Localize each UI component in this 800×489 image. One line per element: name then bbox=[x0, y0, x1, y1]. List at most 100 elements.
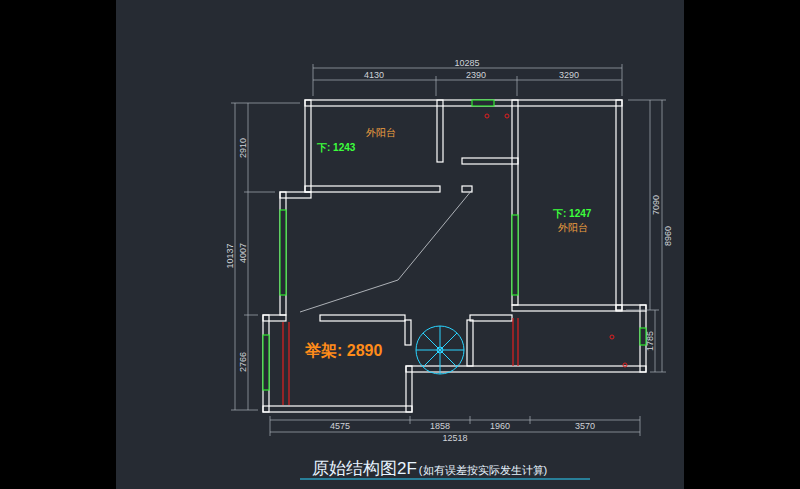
wall bbox=[305, 186, 440, 192]
room-note: 举架: 2890 bbox=[305, 343, 382, 359]
dimension-value: 1858 bbox=[430, 422, 450, 431]
spiral-stair bbox=[416, 326, 464, 374]
wall bbox=[405, 320, 411, 345]
spiral-stair bbox=[423, 333, 440, 350]
dimension-line bbox=[650, 100, 651, 310]
cad-background bbox=[116, 0, 684, 489]
room-name: 外阳台 bbox=[366, 128, 396, 138]
dimension-value: 4007 bbox=[239, 243, 248, 263]
wall bbox=[305, 100, 622, 106]
window bbox=[512, 215, 518, 295]
dimension-value: 10137 bbox=[226, 243, 235, 268]
wall bbox=[263, 100, 646, 412]
window bbox=[472, 100, 494, 106]
dimension-line bbox=[470, 416, 471, 424]
dimension-line bbox=[270, 420, 640, 421]
spiral-stair bbox=[440, 350, 457, 367]
beam-line bbox=[288, 322, 289, 405]
dimension-line bbox=[231, 410, 258, 411]
spiral-stair bbox=[416, 350, 440, 351]
wall bbox=[263, 315, 269, 412]
dimension-value: 3290 bbox=[559, 71, 579, 80]
dimension-line bbox=[313, 68, 622, 69]
spiral-stair bbox=[440, 333, 457, 350]
dimension-line bbox=[650, 372, 666, 373]
dimension-line bbox=[231, 64, 666, 436]
spiral-stair bbox=[416, 326, 464, 374]
room-note: 下: 1247 bbox=[553, 209, 591, 219]
spiral-stair bbox=[440, 350, 464, 351]
dimension-line bbox=[628, 100, 666, 101]
spiral-stair bbox=[440, 350, 441, 374]
wall bbox=[305, 100, 311, 192]
wall bbox=[406, 366, 412, 412]
wall bbox=[263, 315, 286, 321]
dimension-line bbox=[248, 103, 249, 410]
wall bbox=[280, 192, 286, 315]
window bbox=[263, 335, 269, 390]
spiral-stair bbox=[440, 326, 441, 350]
dimension-line bbox=[270, 432, 640, 433]
outlet-dot bbox=[485, 114, 489, 118]
room-area: 下: 1247 外阳台 bbox=[518, 106, 616, 305]
wall bbox=[616, 100, 622, 310]
wall bbox=[263, 406, 412, 412]
dimension-line bbox=[662, 100, 663, 372]
wall bbox=[512, 305, 622, 311]
wall bbox=[467, 320, 473, 366]
dimension-value: 2766 bbox=[239, 352, 248, 372]
dimension-value: 4575 bbox=[330, 422, 350, 431]
wall bbox=[320, 315, 405, 321]
dimension-line bbox=[313, 80, 622, 81]
room-area: 下: 1243 外阳台 bbox=[311, 106, 437, 186]
drawing-caption: (如有误差按实际发生计算) bbox=[419, 465, 547, 476]
dimension-value: 3570 bbox=[575, 422, 595, 431]
beam-line bbox=[282, 322, 283, 405]
wall bbox=[280, 192, 311, 198]
dimension-line bbox=[313, 64, 314, 96]
room-area: 举架: 2890 bbox=[269, 321, 405, 406]
void-line bbox=[300, 190, 472, 312]
wall bbox=[470, 315, 512, 321]
dimension-line bbox=[517, 76, 518, 96]
dimension-value: 2390 bbox=[466, 71, 486, 80]
room-name: 外阳台 bbox=[558, 223, 588, 233]
spiral-stair bbox=[423, 350, 440, 367]
dimension-line bbox=[622, 64, 623, 96]
outlet-dot bbox=[505, 114, 509, 118]
wall bbox=[462, 186, 472, 192]
dimension-line bbox=[235, 103, 236, 410]
dimension-value: 7090 bbox=[652, 195, 661, 215]
beam-line bbox=[512, 318, 513, 366]
wall bbox=[437, 100, 443, 162]
beam-line bbox=[283, 318, 518, 405]
dimension-line bbox=[655, 310, 656, 372]
dimension-value: 10285 bbox=[454, 59, 479, 68]
dimension-line bbox=[270, 416, 271, 436]
dimension-line bbox=[530, 416, 531, 424]
outlet-dot bbox=[485, 114, 627, 367]
dimension-line bbox=[244, 192, 275, 193]
beam-line bbox=[517, 318, 518, 366]
dimension-line bbox=[231, 103, 300, 104]
wall bbox=[512, 100, 518, 305]
room-note: 下: 1243 bbox=[317, 143, 355, 153]
dimension-value: 1960 bbox=[490, 422, 510, 431]
wall bbox=[406, 366, 646, 372]
outlet-dot bbox=[610, 335, 614, 339]
dimension-value: 1785 bbox=[646, 331, 655, 351]
drawing-title: 原始结构图2F bbox=[312, 460, 417, 477]
dimension-value: 8960 bbox=[664, 226, 673, 246]
dimension-line bbox=[244, 315, 258, 316]
wall bbox=[462, 158, 518, 164]
window bbox=[280, 210, 286, 295]
dimension-line bbox=[436, 76, 437, 96]
window bbox=[263, 100, 646, 390]
dimension-line bbox=[626, 310, 659, 311]
dimension-line bbox=[640, 416, 641, 436]
outlet-dot bbox=[623, 363, 627, 367]
dimension-value: 4130 bbox=[364, 71, 384, 80]
title-underline bbox=[300, 479, 590, 480]
